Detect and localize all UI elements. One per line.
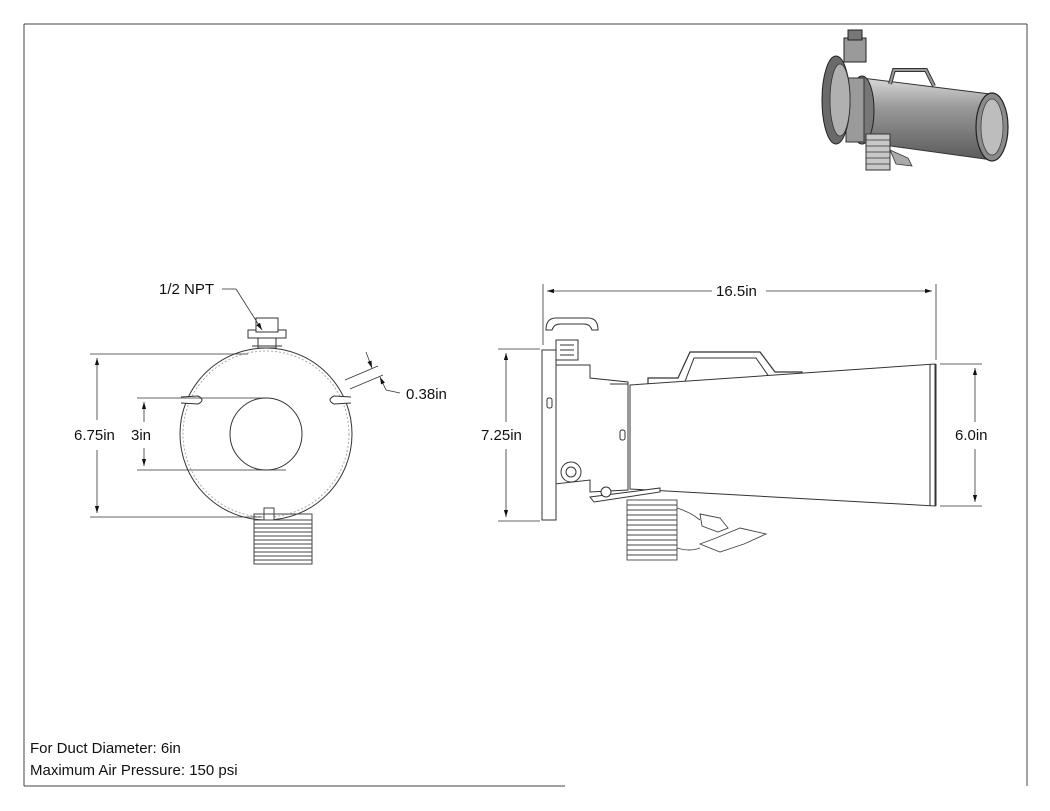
label-slot-width: 0.38in (406, 386, 447, 403)
coil-end-view (253, 507, 313, 565)
note-max-air-pressure: Maximum Air Pressure: 150 psi (30, 762, 238, 779)
label-outlet-diameter: 6.0in (955, 427, 988, 444)
body-block (554, 364, 629, 493)
flange (541, 349, 557, 521)
coil-side-view (626, 499, 768, 561)
isometric-view (821, 29, 1009, 171)
clip-upper (699, 513, 729, 533)
label-inner-diameter: 3in (131, 427, 151, 444)
label-outer-diameter: 6.75in (74, 427, 115, 444)
end-view-dimensions (90, 288, 401, 518)
sheet-border (23, 23, 1028, 787)
label-flange-height: 7.25in (481, 427, 522, 444)
end-view (179, 317, 353, 565)
side-view-dimensions (498, 284, 982, 522)
label-overall-length: 16.5in (716, 283, 757, 300)
clip-lower (698, 527, 768, 553)
cone (629, 363, 936, 507)
slot-left (180, 395, 203, 405)
note-duct-diameter: For Duct Diameter: 6in (30, 740, 181, 757)
side-view (541, 317, 937, 521)
handle (647, 351, 803, 384)
inner-bore (229, 397, 303, 471)
label-npt: 1/2 NPT (159, 281, 214, 298)
npt-fitting (247, 317, 287, 349)
clamp (545, 317, 599, 361)
slot-right (329, 395, 352, 405)
